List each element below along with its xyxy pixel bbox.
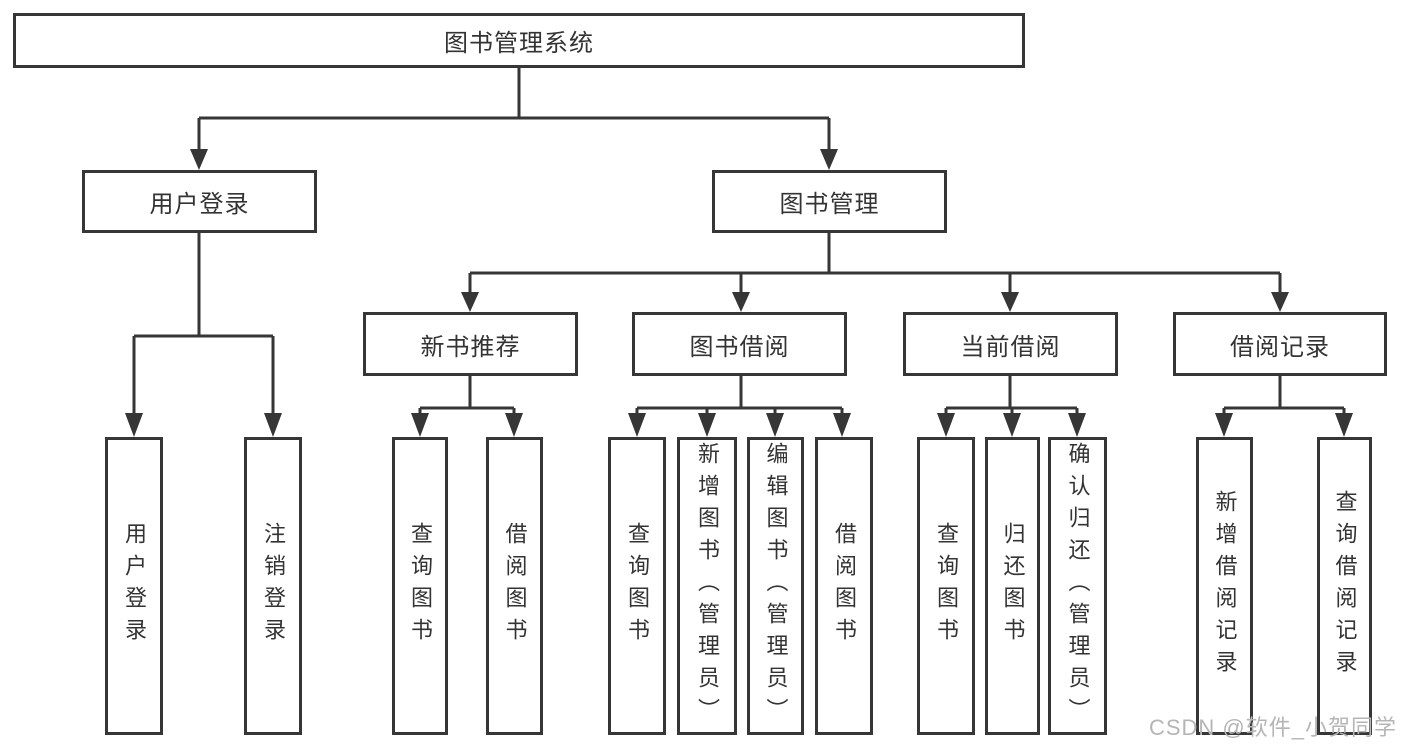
leaf-return-books: 归还图书 xyxy=(985,437,1040,735)
leaf-confirm-return-admin: 确认归还（管理员） xyxy=(1048,437,1107,735)
leaf-logout: 注销登录 xyxy=(244,437,302,735)
node-label: 新书推荐 xyxy=(420,333,521,361)
leaf-query-books-2: 查询图书 xyxy=(608,437,666,735)
leaf-label: 注销登录 xyxy=(261,522,286,650)
leaf-label: 借阅图书 xyxy=(502,522,528,650)
leaf-edit-books-admin: 编辑图书（管理员） xyxy=(747,437,804,735)
node-label: 用户登录 xyxy=(149,191,250,218)
leaf-label: 新增图书（管理员） xyxy=(695,442,720,730)
leaf-label: 查询图书 xyxy=(408,522,433,650)
node-borrow-records: 借阅记录 xyxy=(1173,312,1387,376)
leaf-label: 查询图书 xyxy=(625,522,650,650)
node-book-management-module: 图书管理 xyxy=(712,170,947,233)
leaf-label: 查询借阅记录 xyxy=(1332,490,1358,682)
node-user-login-module: 用户登录 xyxy=(82,170,317,233)
node-label: 图书借阅 xyxy=(689,333,790,361)
node-label: 借阅记录 xyxy=(1230,333,1330,361)
node-label: 当前借阅 xyxy=(960,333,1061,361)
node-label: 图书管理 xyxy=(779,191,880,218)
leaf-label: 用户登录 xyxy=(122,522,147,650)
leaf-label: 编辑图书（管理员） xyxy=(763,442,789,730)
leaf-add-borrow-record: 新增借阅记录 xyxy=(1196,437,1253,735)
leaf-user-login: 用户登录 xyxy=(105,437,163,735)
node-current-borrowing: 当前借阅 xyxy=(903,312,1118,376)
node-new-book-recommend: 新书推荐 xyxy=(363,312,578,376)
leaf-label: 归还图书 xyxy=(1000,522,1026,650)
leaf-label: 查询图书 xyxy=(934,522,959,650)
leaf-add-books-admin: 新增图书（管理员） xyxy=(677,437,737,735)
leaf-label: 新增借阅记录 xyxy=(1212,490,1238,682)
node-root-system: 图书管理系统 xyxy=(13,13,1025,68)
leaf-query-books-1: 查询图书 xyxy=(392,437,448,735)
csdn-watermark: CSDN @软件_小贺同学 xyxy=(1148,715,1397,740)
leaf-query-books-3: 查询图书 xyxy=(917,437,975,735)
node-root-label: 图书管理系统 xyxy=(444,30,594,57)
leaf-borrow-books-1: 借阅图书 xyxy=(486,437,543,735)
node-book-borrowing: 图书借阅 xyxy=(632,312,847,376)
leaf-query-borrow-record: 查询借阅记录 xyxy=(1317,437,1372,735)
leaf-borrow-books-2: 借阅图书 xyxy=(815,437,873,735)
leaf-label: 确认归还（管理员） xyxy=(1065,442,1091,730)
leaf-label: 借阅图书 xyxy=(832,522,857,650)
